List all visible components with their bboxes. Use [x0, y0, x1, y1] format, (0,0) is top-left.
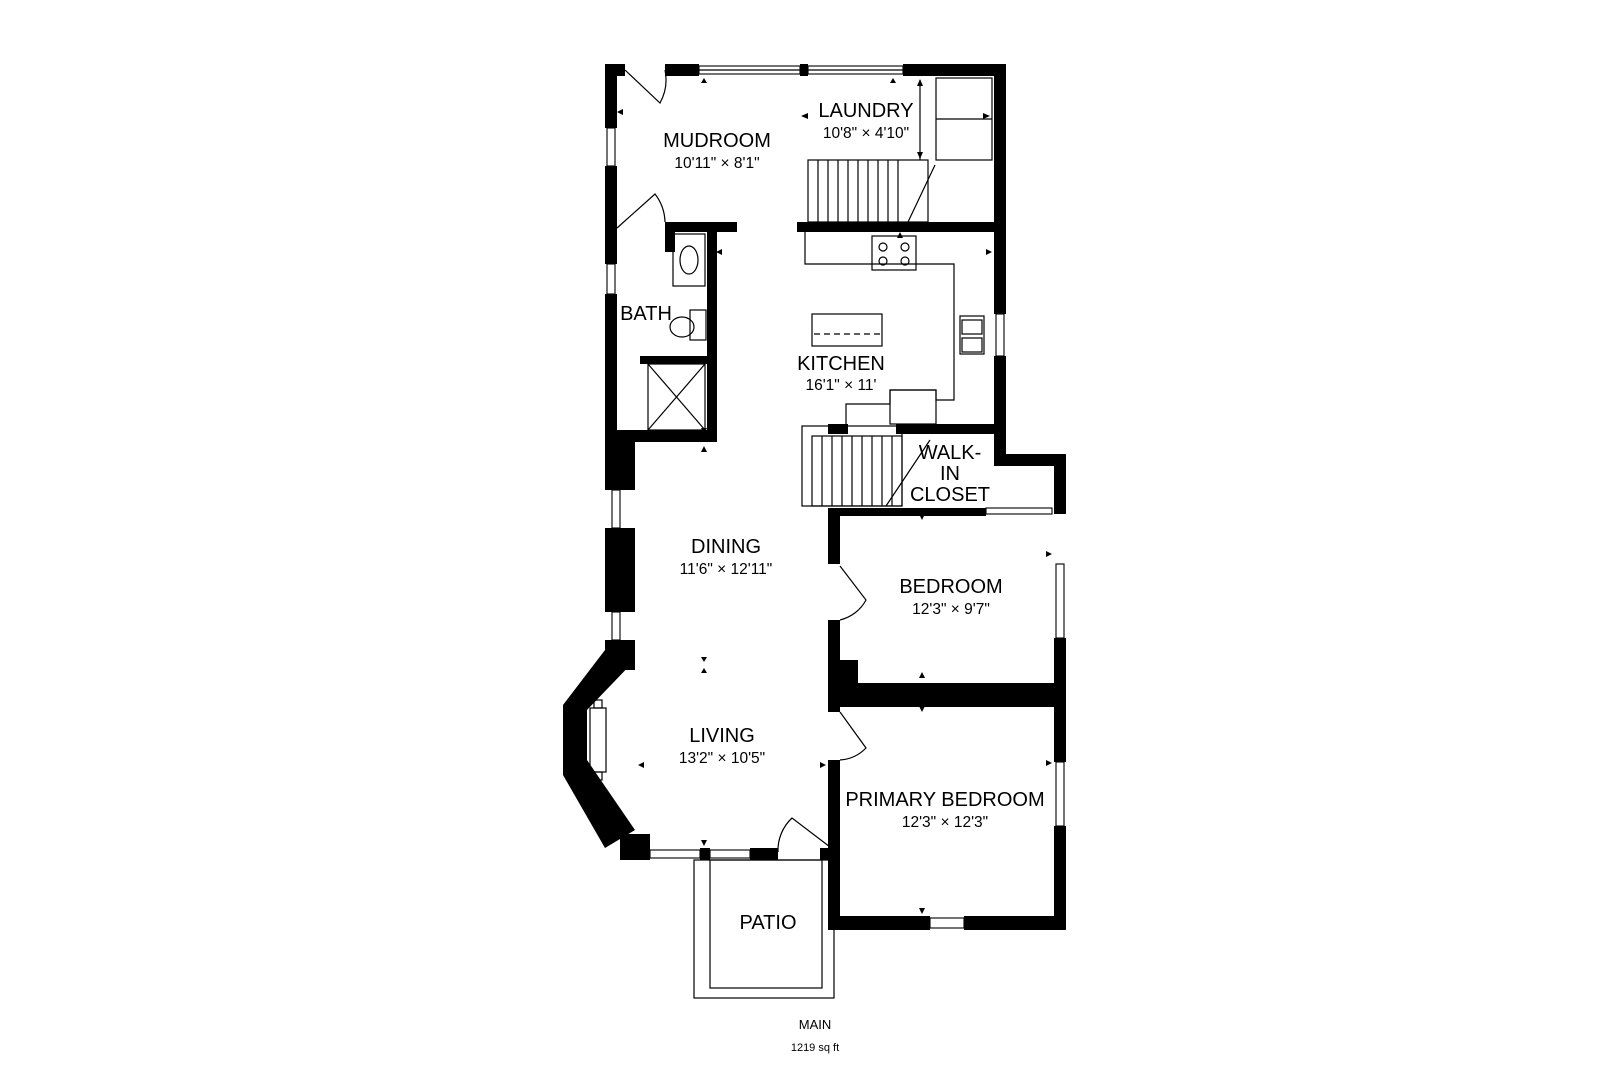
floor-label: MAIN	[799, 1017, 832, 1032]
fireplace	[589, 699, 607, 781]
bath-fixtures	[647, 233, 707, 431]
bedroom-name: BEDROOM	[899, 576, 1002, 598]
walk-in-closet-line1: WALK-	[919, 442, 982, 464]
mudroom-dims: 10'11" × 8'1"	[674, 155, 759, 172]
dining-name: DINING	[691, 536, 761, 558]
kitchen-name: KITCHEN	[797, 353, 885, 375]
kitchen-dims: 16'1" × 11'	[805, 377, 876, 394]
windows	[606, 65, 1065, 929]
mudroom-name: MUDROOM	[663, 130, 771, 152]
bath-name: BATH	[620, 303, 672, 325]
patio	[693, 859, 835, 999]
bedroom-dims: 12'3" × 9'7"	[912, 601, 990, 618]
room-labels: MUDROOM 10'11" × 8'1" LAUNDRY 10'8" × 4'…	[620, 100, 1045, 934]
floor-caption: MAIN 1219 sq ft	[791, 1017, 839, 1054]
living-dims: 13'2" × 10'5"	[679, 750, 765, 767]
laundry-appliances	[919, 77, 993, 161]
kitchen-stairs	[801, 425, 931, 507]
kitchen-counters	[804, 232, 985, 425]
living-name: LIVING	[689, 725, 755, 747]
laundry-name: LAUNDRY	[818, 100, 913, 122]
walls	[563, 64, 1066, 930]
walk-in-closet-line3: CLOSET	[910, 484, 990, 506]
walk-in-closet-line2: IN	[940, 463, 960, 485]
laundry-stairs	[807, 159, 936, 223]
primary-bedroom-name: PRIMARY BEDROOM	[845, 789, 1044, 811]
doors	[616, 69, 867, 853]
dining-dims: 11'6" × 12'11"	[680, 561, 773, 578]
patio-name: PATIO	[739, 912, 796, 934]
primary-bedroom-dims: 12'3" × 12'3"	[902, 814, 988, 831]
area-label: 1219 sq ft	[791, 1042, 839, 1054]
laundry-dims: 10'8" × 4'10"	[823, 125, 909, 142]
dimension-markers	[617, 78, 1052, 914]
